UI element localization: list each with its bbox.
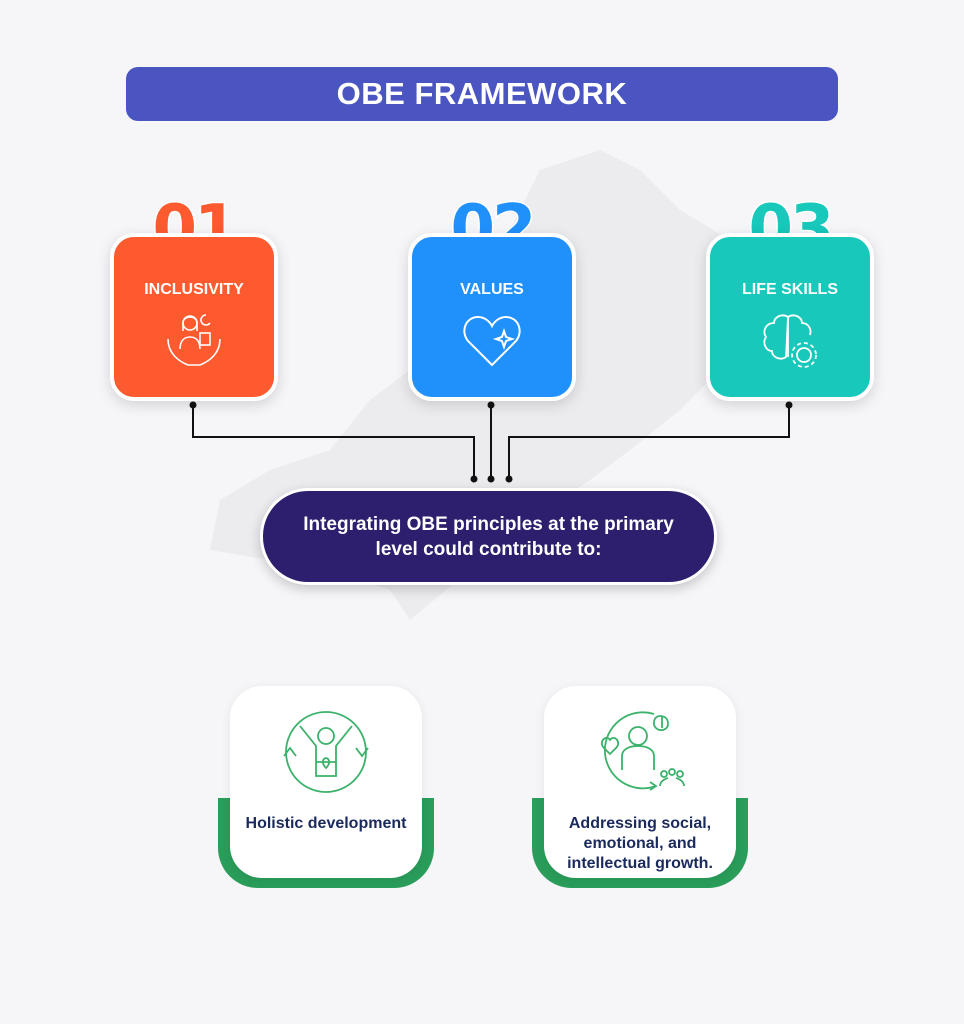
pillar-card-inclusivity: INCLUSIVITY <box>110 233 278 401</box>
outcome-card-growth: Addressing social, emotional, and intell… <box>532 686 748 888</box>
outcome-label: Addressing social, emotional, and intell… <box>567 815 713 872</box>
brain-gear-icon <box>763 314 817 368</box>
outcome-card-holistic: Holistic development <box>218 686 434 888</box>
holistic-person-cycle-icon <box>283 711 369 793</box>
heart-sparkle-icon <box>463 315 521 367</box>
pillar-label: LIFE SKILLS <box>742 281 838 298</box>
summary-pill: Integrating OBE principles at the primar… <box>260 488 717 585</box>
pillar-card-life-skills: LIFE SKILLS <box>706 233 874 401</box>
outcome-label: Holistic development <box>245 815 407 832</box>
pillar-label: INCLUSIVITY <box>144 281 244 298</box>
pillar-label: VALUES <box>460 281 524 298</box>
person-growth-cycle-icon <box>600 711 685 791</box>
pillar-card-values: VALUES <box>408 233 576 401</box>
inclusivity-hands-icon <box>167 314 221 366</box>
page-title: OBE FRAMEWORK <box>126 67 838 121</box>
